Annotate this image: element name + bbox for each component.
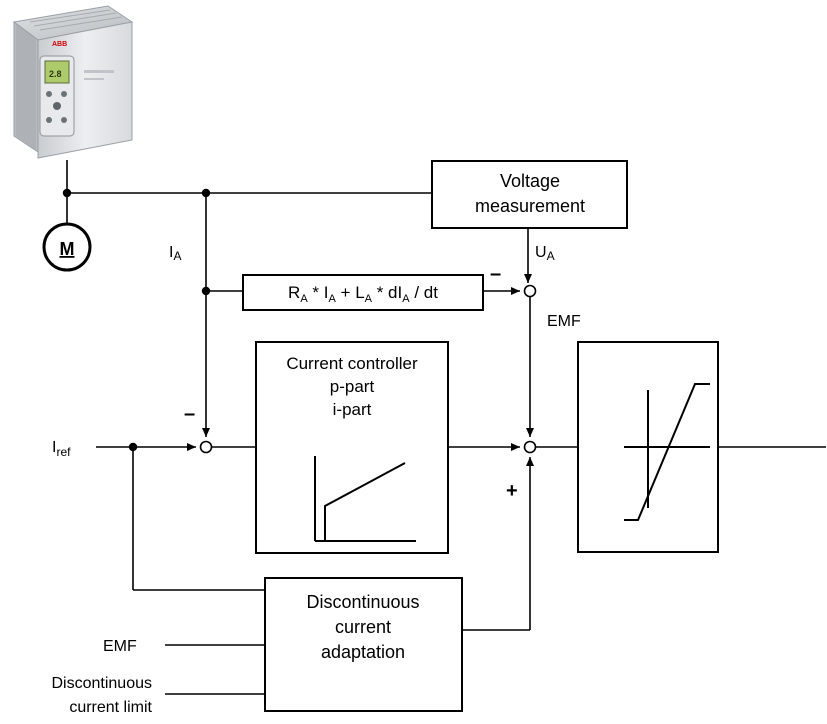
label-emf-feedback: EMF <box>547 313 581 330</box>
voltage-measurement-line1: Voltage <box>500 171 560 191</box>
summing-point-voltage <box>523 284 537 298</box>
pi-response-icon <box>314 456 416 542</box>
sign-plus-output: + <box>506 480 518 502</box>
discontinuous-current-adaptation-block: Discontinuous current adaptation <box>264 577 463 712</box>
brand-logo: ABB <box>52 41 67 48</box>
dca-line2: current <box>335 617 391 637</box>
label-disc-limit-line2: current limit <box>69 699 152 716</box>
keypad-button-icon <box>61 117 67 123</box>
keypad-button-icon <box>61 91 67 97</box>
keypad-button-icon <box>46 91 52 97</box>
current-controller-line1: Current controller <box>286 354 418 373</box>
junction-dot <box>62 188 72 198</box>
label-ua: UA <box>535 244 555 263</box>
current-controller-line2: p-part <box>330 377 375 396</box>
voltage-drop-formula-block: RA * IA + LA * dIA / dt <box>242 274 484 311</box>
display-readout: 2.8 <box>49 69 62 79</box>
keypad-display <box>44 60 70 84</box>
voltage-drop-formula: RA * IA + LA * dIA / dt <box>288 283 438 305</box>
label-emf-input: EMF <box>103 638 137 655</box>
motor-label: M <box>60 239 75 259</box>
limiter-block <box>577 341 719 553</box>
voltage-measurement-block: Voltage measurement <box>431 160 628 229</box>
signal-wires <box>66 160 826 695</box>
current-controller-block: Current controller p-part i-part <box>255 341 449 554</box>
voltage-measurement-line2: measurement <box>475 196 585 216</box>
junction-dot <box>201 188 211 198</box>
label-disc-limit-line1: Discontinuous <box>52 675 153 692</box>
summing-point-output <box>523 440 537 454</box>
sign-minus-current: – <box>184 403 195 425</box>
summing-point-current <box>199 440 213 454</box>
dca-line1: Discontinuous <box>306 592 419 612</box>
keypad-button-icon <box>53 102 61 110</box>
junction-dot <box>201 286 211 296</box>
saturation-characteristic-icon <box>624 383 710 521</box>
current-controller-line3: i-part <box>333 400 372 419</box>
motor-symbol: M <box>42 222 92 272</box>
drive-device-image: ABB 2.8 <box>12 5 134 159</box>
sign-minus-voltage: – <box>490 263 501 285</box>
dca-line3: adaptation <box>321 642 405 662</box>
label-ia: IA <box>169 244 181 263</box>
junction-dot <box>128 442 138 452</box>
label-iref: Iref <box>52 439 71 459</box>
keypad-button-icon <box>46 117 52 123</box>
